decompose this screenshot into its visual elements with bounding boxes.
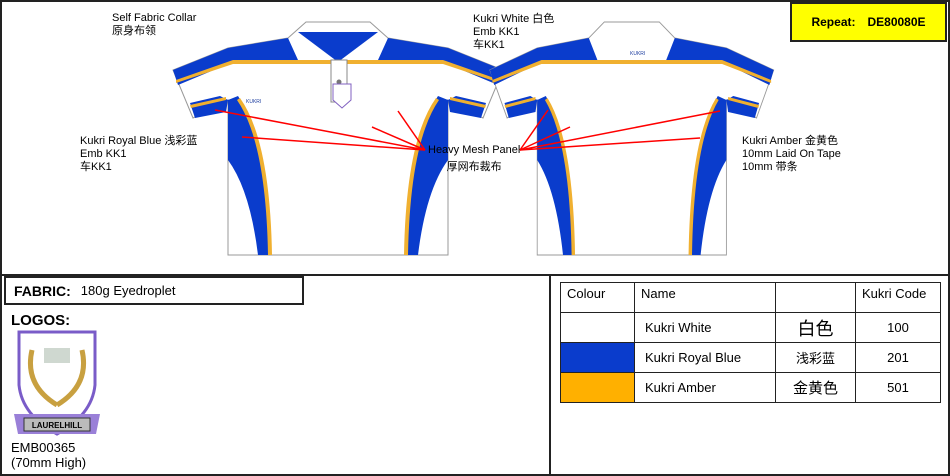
fabric-value: 180g Eyedroplet: [80, 283, 176, 298]
swatch-white: [560, 312, 635, 343]
crest-small-icon: [332, 83, 352, 109]
repeat-label: Repeat:: [811, 15, 856, 29]
table-row: Kukri White 白色 100: [560, 312, 941, 343]
pointer-lines: [214, 109, 721, 151]
table-row: Kukri Royal Blue 浅彩蓝 201: [560, 342, 941, 373]
table-row: Kukri Amber 金黄色 501: [560, 372, 941, 403]
fabric-label: FABRIC:: [14, 282, 71, 299]
bottom-right-panel: [549, 274, 950, 476]
table-header-row: Colour Name Kukri Code: [560, 282, 941, 313]
shirt-diagram: KUKRI KUKRI: [172, 21, 775, 256]
brand-logo-back: KUKRI: [630, 51, 645, 57]
back-shirt: KUKRI: [489, 21, 775, 256]
crest-banner-text: LAURELHILL: [32, 421, 82, 430]
front-shirt: KUKRI: [172, 21, 504, 256]
brand-logo: KUKRI: [246, 99, 261, 105]
repeat-code: DE80080E: [867, 15, 926, 29]
swatch-amber: [560, 372, 635, 403]
repeat-box: Repeat: DE80080E: [790, 2, 947, 42]
colour-table: Colour Name Kukri Code Kukri White 白色 10…: [560, 282, 941, 403]
fabric-box: FABRIC: 180g Eyedroplet: [4, 276, 304, 305]
logos-label: LOGOS:: [11, 312, 71, 329]
swatch-royal-blue: [560, 342, 635, 373]
logo-info: EMB00365(70mm High): [11, 440, 87, 470]
laurelhill-crest-logo: LAURELHILL: [14, 330, 100, 436]
